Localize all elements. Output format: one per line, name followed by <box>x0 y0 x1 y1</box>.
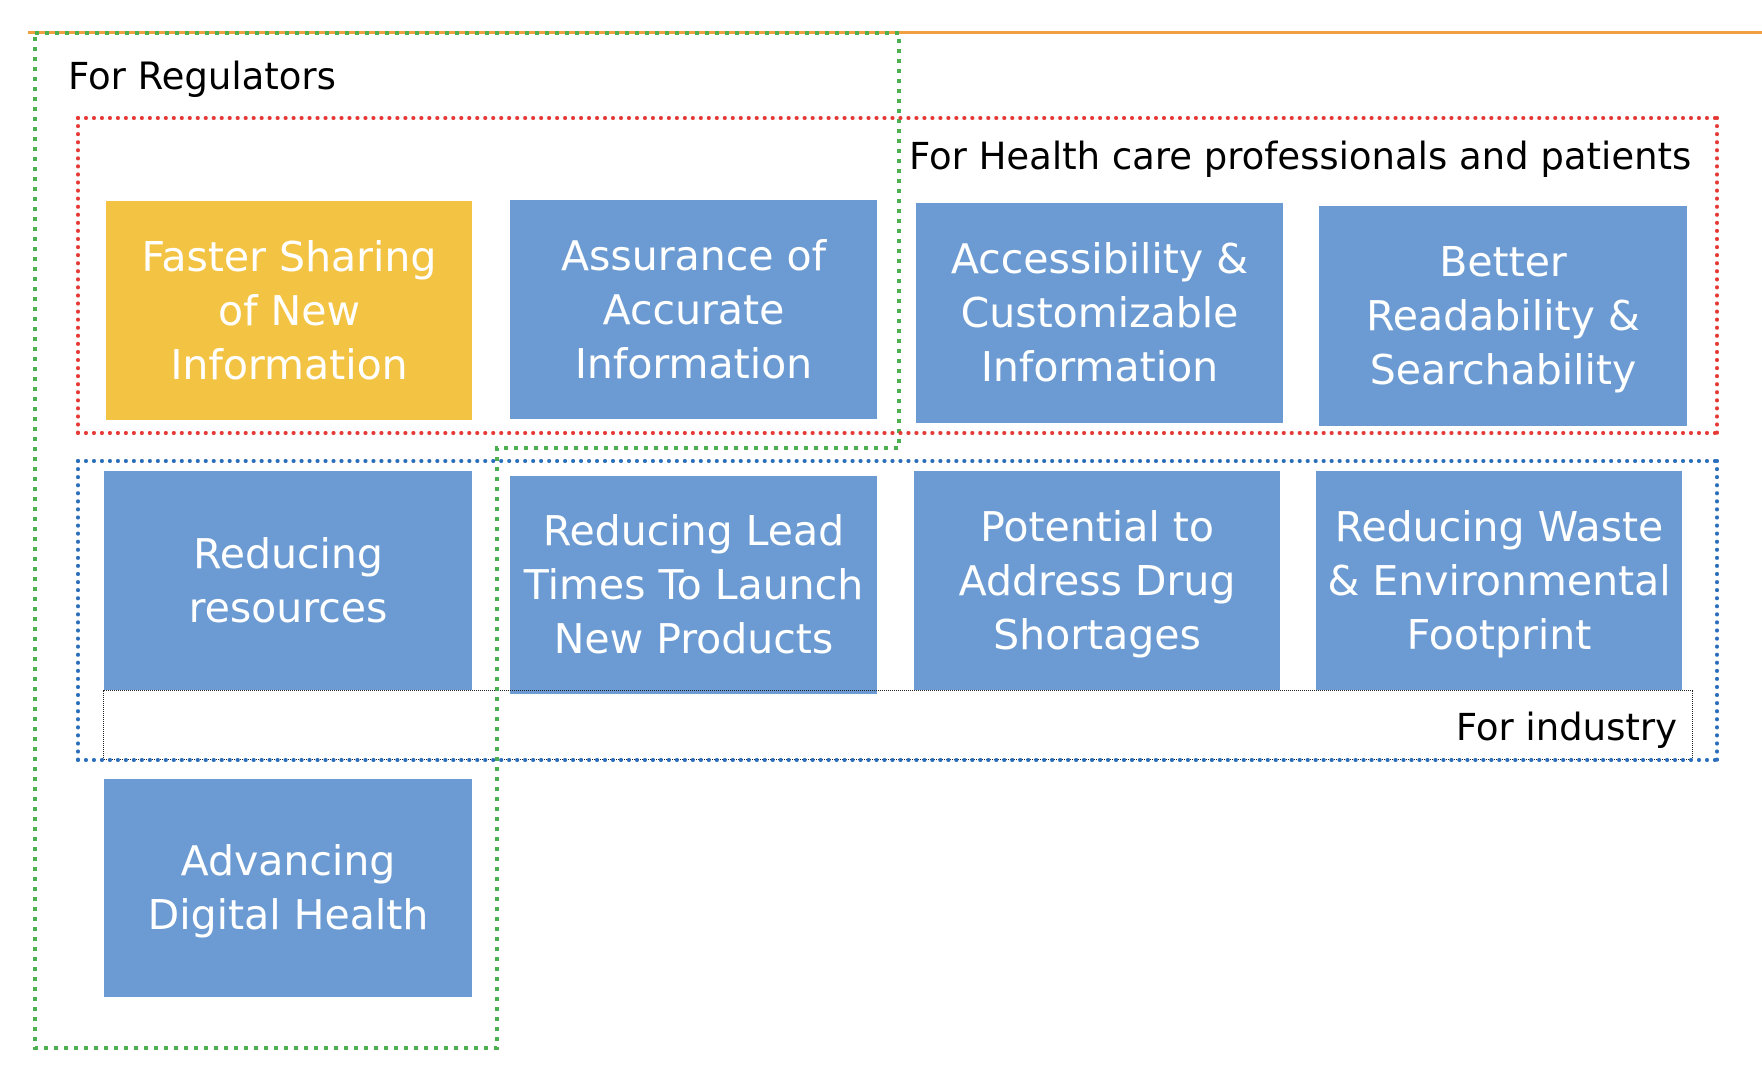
healthcare-outline <box>76 116 1719 435</box>
label-industry: For industry <box>1455 706 1677 749</box>
box-reducing-resources: Reducing resources <box>104 471 472 690</box>
box-faster-sharing: Faster Sharing of New Information <box>106 201 472 420</box>
box-drug-shortages: Potential to Address Drug Shortages <box>914 471 1280 690</box>
label-regulators: For Regulators <box>68 55 336 98</box>
box-lead-times: Reducing Lead Times To Launch New Produc… <box>510 476 877 694</box>
box-accessibility: Accessibility & Customizable Information <box>916 203 1283 423</box>
industry-outline <box>76 459 1719 762</box>
label-healthcare: For Health care professionals and patien… <box>909 135 1692 178</box>
box-readability: Better Readability & Searchability <box>1319 206 1687 426</box>
box-assurance: Assurance of Accurate Information <box>510 200 877 419</box>
box-digital-health: Advancing Digital Health <box>104 779 472 997</box>
box-reducing-waste: Reducing Waste & Environmental Footprint <box>1316 471 1682 690</box>
